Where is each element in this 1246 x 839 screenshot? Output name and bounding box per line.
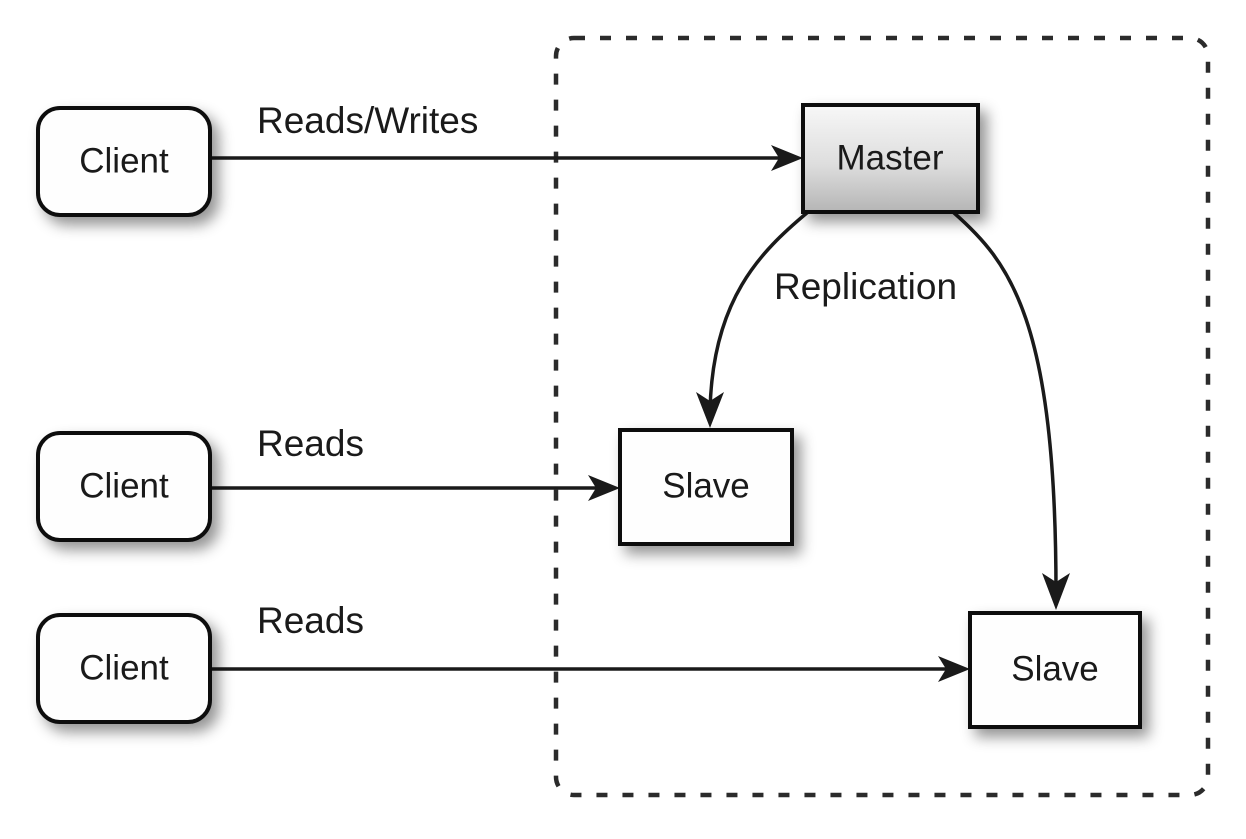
edge-curve-replication-right <box>951 210 1058 593</box>
master-label: Master <box>837 138 944 177</box>
master-shape[interactable] <box>801 103 980 214</box>
arrow-head-icon <box>588 475 620 501</box>
slave-2-label: Slave <box>1011 649 1099 688</box>
arrow-head-icon <box>938 656 970 682</box>
edge-label-reads-writes: Reads/Writes <box>257 100 478 141</box>
client-2-shape[interactable] <box>36 431 212 542</box>
edge-client1-master <box>210 145 803 171</box>
arrow-head-icon <box>1042 573 1070 610</box>
client-3-shape[interactable] <box>36 613 212 724</box>
node-client-1[interactable]: Client <box>36 106 212 217</box>
client-3-label: Client <box>79 648 169 687</box>
edge-curve-replication-left <box>708 210 810 413</box>
edge-label-replication: Replication <box>774 266 957 307</box>
arrow-head-icon <box>696 392 724 428</box>
edge-client3-slave2 <box>210 656 970 682</box>
slave-2-shape[interactable] <box>968 611 1142 729</box>
edge-client2-slave1 <box>210 475 620 501</box>
node-master[interactable]: Master <box>801 103 980 214</box>
edge-label-reads-1: Reads <box>257 423 364 464</box>
client-2-label: Client <box>79 466 169 505</box>
slave-1-shape[interactable] <box>618 428 794 546</box>
node-slave-1[interactable]: Slave <box>618 428 794 546</box>
database-cluster-boundary <box>553 35 1211 798</box>
client-1-shape[interactable] <box>36 106 212 217</box>
node-client-2[interactable]: Client <box>36 431 212 542</box>
slave-1-label: Slave <box>662 466 750 505</box>
edge-master-slave2 <box>951 210 1070 610</box>
client-1-label: Client <box>79 141 169 180</box>
node-client-3[interactable]: Client <box>36 613 212 724</box>
edge-master-slave1 <box>696 210 810 428</box>
edge-label-reads-2: Reads <box>257 600 364 641</box>
node-slave-2[interactable]: Slave <box>968 611 1142 729</box>
arrow-head-icon <box>771 145 803 171</box>
